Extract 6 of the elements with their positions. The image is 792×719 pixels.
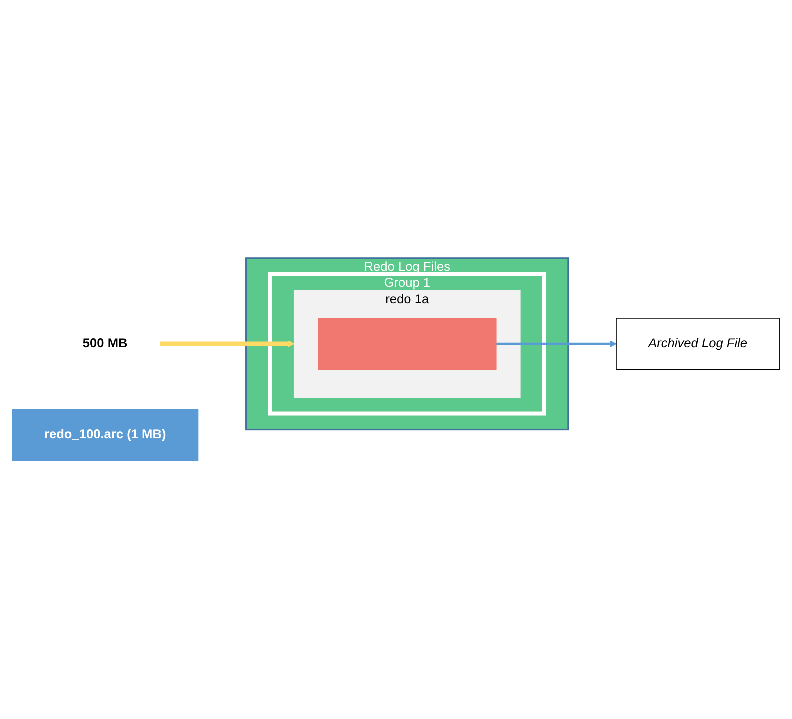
node-box: redo_100.arc (1 MB)	[12, 409, 199, 462]
node-bar	[318, 318, 497, 370]
arrow	[496, 340, 617, 348]
arrow	[160, 340, 295, 348]
cluster: redo 1a	[294, 290, 521, 398]
node-text: 500 MB	[82, 336, 128, 350]
